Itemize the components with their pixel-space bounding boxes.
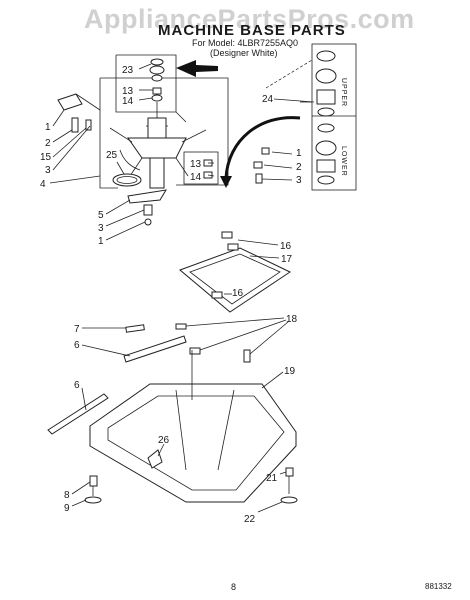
callout-19: 19 [284, 366, 296, 377]
callout-13: 13 [122, 86, 134, 97]
callout-3: 3 [45, 165, 51, 176]
inset-lower-label: LOWER [340, 146, 347, 177]
callout-22: 22 [244, 514, 256, 525]
lower-hardware [127, 189, 167, 226]
leader-lines [49, 63, 315, 513]
callout-6-lower: 6 [74, 380, 80, 391]
drive-belt [112, 173, 142, 187]
callout-1-lower: 1 [98, 236, 104, 247]
callout-23: 23 [122, 65, 134, 76]
callout-24: 24 [262, 94, 274, 105]
leveling-feet [84, 467, 298, 504]
callout-21: 21 [266, 473, 278, 484]
model-line: For Model: 4LBR7255AQ0 [192, 38, 299, 48]
clutch-stack-parts [149, 58, 165, 138]
callout-18: 18 [286, 314, 298, 325]
callout-5: 5 [98, 210, 104, 221]
arrow-left-icon [176, 60, 218, 77]
callout-3-lower: 3 [98, 223, 104, 234]
document-code: 881332 [425, 582, 452, 591]
callout-13-lower: 13 [190, 159, 202, 170]
motor-mount-box [183, 151, 219, 185]
gearcase-frame [99, 54, 229, 189]
right-hardware [253, 147, 270, 184]
callout-4: 4 [40, 179, 46, 190]
callout-1-right: 1 [296, 148, 302, 159]
callout-16-top: 16 [280, 241, 292, 252]
callout-15: 15 [40, 152, 52, 163]
callout-8: 8 [64, 490, 70, 501]
callout-labels: 23 13 14 24 1 2 15 3 4 25 13 14 1 2 3 5 … [40, 65, 302, 525]
callout-3-right: 3 [296, 175, 302, 186]
page-number: 8 [231, 582, 237, 592]
callout-14: 14 [122, 96, 134, 107]
callout-6-upper: 6 [74, 340, 80, 351]
callout-7: 7 [74, 324, 80, 335]
inset-bushings-box [265, 43, 357, 191]
site-watermark: AppliancePartsPros.com [84, 4, 415, 34]
callout-25: 25 [106, 150, 118, 161]
callout-26: 26 [158, 435, 170, 446]
rails-upper [123, 323, 251, 363]
machine-base-frame [47, 350, 297, 503]
callout-14-lower: 14 [190, 172, 202, 183]
left-bracket-parts [57, 93, 101, 133]
callout-17: 17 [281, 254, 293, 265]
callout-16-mid: 16 [232, 288, 244, 299]
curved-arrow-icon [224, 116, 301, 179]
gearcase-body [109, 117, 207, 189]
tub-support-frame [179, 231, 292, 313]
page-title: MACHINE BASE PARTS [158, 22, 346, 39]
variant-line: (Designer White) [210, 48, 278, 58]
callout-2: 2 [45, 138, 51, 149]
callout-2-right: 2 [296, 162, 302, 173]
callout-9: 9 [64, 503, 70, 514]
inset-upper-label: UPPER [340, 78, 347, 107]
callout-1: 1 [45, 122, 51, 133]
